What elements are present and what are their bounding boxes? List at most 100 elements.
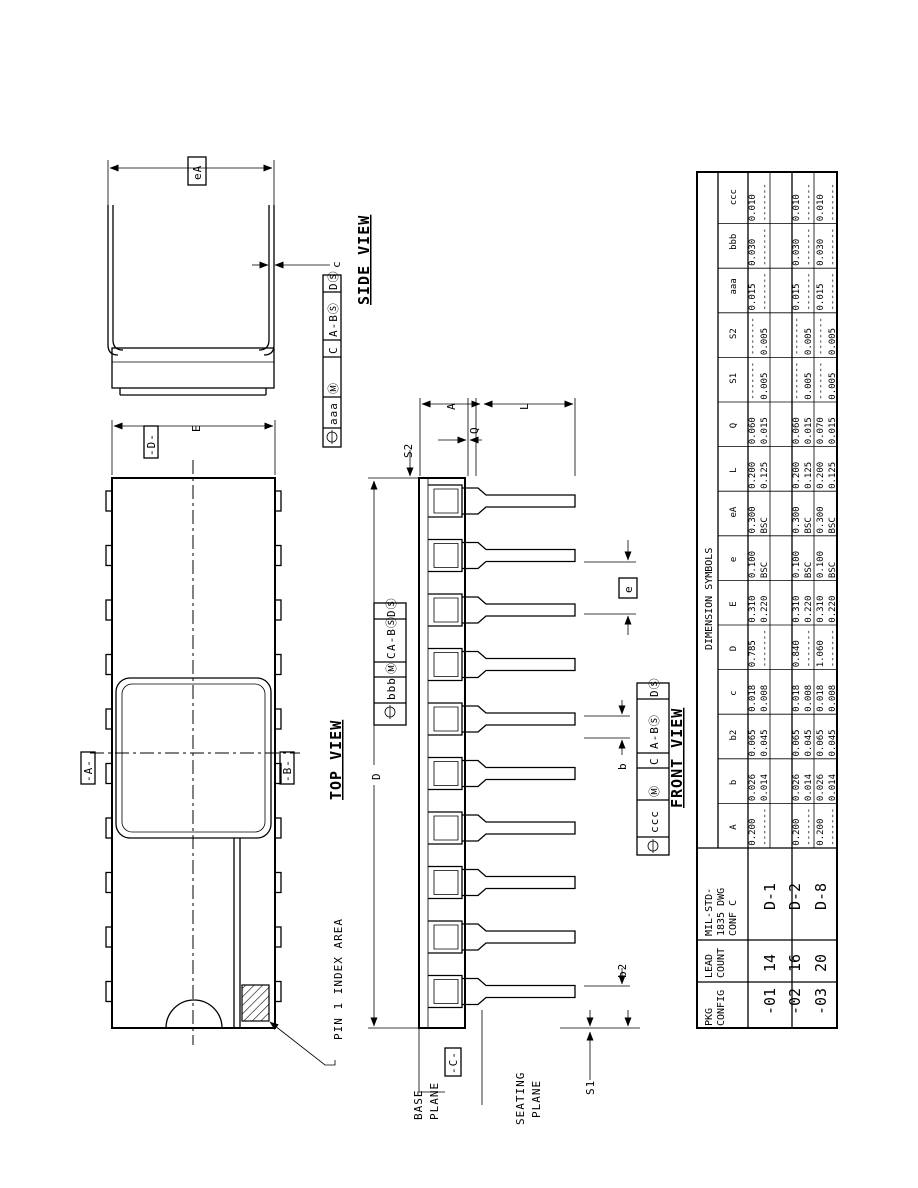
- table-header-symbol: ccc: [729, 189, 739, 205]
- table-cell-max: 0.060: [748, 417, 758, 444]
- fcf-ccc-mod: Ⓜ: [648, 785, 661, 797]
- table-row-pkg: -01: [761, 988, 779, 1015]
- table-header-symbol: b: [729, 780, 739, 785]
- fcf-bbb-mod: Ⓜ: [385, 662, 398, 674]
- top-view: -A- -B- -D- E TOP VIEW PIN 1 INDEX AREA: [80, 420, 345, 1066]
- front-lead: [428, 865, 576, 900]
- table-cell-max: 0.015: [748, 283, 758, 310]
- table-cell-max: 0.200: [748, 819, 758, 846]
- table-cell-max: 0.100: [748, 551, 758, 578]
- table-row-dwg: D-8: [812, 883, 830, 910]
- fcf-ccc: ccc Ⓜ C A-BⓈ DⓈ: [636, 677, 670, 856]
- table-header-symbol: L: [729, 467, 739, 472]
- pin1-index-label: PIN 1 INDEX AREA: [332, 918, 345, 1040]
- table-header-symbol: bbb: [729, 234, 739, 250]
- table-row-lead: 20: [812, 954, 830, 972]
- table-cell-min: -------: [804, 228, 814, 266]
- table-header-mil: MIL-STD-: [704, 888, 715, 936]
- table-outline: [696, 171, 838, 1029]
- dim-a-label: A: [445, 402, 458, 410]
- table-cell-max: -------: [816, 362, 826, 400]
- index-notch: [165, 999, 223, 1029]
- top-pin-right: [274, 762, 282, 785]
- table-header-symbol: S2: [729, 328, 739, 339]
- table-cell-max: -------: [748, 362, 758, 400]
- lid-inner-outline: [121, 683, 266, 833]
- table-cell-min: -------: [804, 629, 814, 667]
- table-cell-min: 0.014: [828, 774, 838, 801]
- table-cell-min: -------: [828, 183, 838, 221]
- side-lead-left: [107, 205, 119, 356]
- front-view-title: FRONT VIEW: [668, 708, 686, 808]
- table-cell-min: 0.015: [760, 417, 770, 444]
- table-cell-max: 0.015: [792, 283, 802, 310]
- table-cell-min: 0.005: [760, 373, 770, 400]
- table-cell-max: 0.310: [748, 596, 758, 623]
- table-header-symbol: E: [729, 601, 739, 606]
- fcf-bbb: bbb Ⓜ C A-BⓈ DⓈ: [373, 597, 407, 726]
- table-cell-max: 0.065: [792, 729, 802, 756]
- table-header-symbol: A: [729, 824, 739, 830]
- top-view-pins: [105, 490, 282, 1003]
- table-cell-max: 0.310: [816, 596, 826, 623]
- table-cell-min: -------: [804, 808, 814, 846]
- table-header-symbol: Q: [729, 423, 739, 428]
- fcf-aaa: aaa Ⓜ C A-BⓈ DⓈ: [322, 270, 342, 448]
- top-pin-right: [274, 980, 282, 1003]
- table-cell-max: 0.065: [748, 729, 758, 756]
- datum-c-box: [444, 1047, 462, 1077]
- table-cell-min: 0.045: [760, 729, 770, 756]
- table-cell-max: 0.026: [816, 774, 826, 801]
- table-row-dwg: D-2: [786, 883, 804, 910]
- front-lead: [428, 811, 576, 845]
- table-cell-min: 0.220: [760, 596, 770, 623]
- table-cell-min: 0.005: [760, 328, 770, 355]
- dim-c-label: c: [330, 260, 343, 268]
- table-cell-min: -------: [828, 228, 838, 266]
- top-pin-left: [105, 980, 113, 1003]
- table-cell-max: 0.030: [816, 239, 826, 266]
- top-pin-left: [105, 599, 113, 621]
- table-cell-min: 0.008: [804, 685, 814, 712]
- table-header-mil: 1835 DWG: [716, 888, 727, 936]
- table-row-lead: 14: [761, 954, 779, 972]
- table-header-pkg: CONFIG: [716, 990, 727, 1026]
- table-cell-min: 0.014: [804, 774, 814, 801]
- fcf-bbb-c: C: [385, 651, 398, 659]
- table-header-pkg: PKG: [704, 1008, 715, 1026]
- side-lead-right: [263, 205, 275, 356]
- table-cell-min: -------: [760, 228, 770, 266]
- table-cell-max: 0.018: [792, 685, 802, 712]
- dim-q-label: Q: [468, 426, 481, 434]
- table-cell-max: 0.200: [816, 462, 826, 489]
- base-plane-leader: [418, 1028, 445, 1093]
- base-plane-line1: BASE: [412, 1090, 425, 1121]
- table-cell-min: -------: [828, 808, 838, 846]
- table-cell-min: 0.125: [828, 462, 838, 489]
- table-cell-max: -------: [816, 317, 826, 355]
- table-cell-max: 0.200: [816, 819, 826, 846]
- front-lead: [428, 702, 576, 736]
- datum-b-box: [279, 751, 295, 785]
- datum-a-box: [80, 751, 96, 785]
- dim-s2-label: S2: [402, 443, 415, 458]
- table-cell-max: 0.018: [816, 685, 826, 712]
- table-cell-min: -------: [828, 273, 838, 311]
- dim-d-label: D: [370, 772, 383, 780]
- table-cell-max: 0.015: [816, 283, 826, 310]
- dim-s1-label: S1: [584, 1080, 597, 1095]
- table-cell-max: 0.026: [748, 774, 758, 801]
- top-pin-right: [274, 817, 282, 839]
- table-cell-min: 0.008: [760, 685, 770, 712]
- table-cell-min: BSC: [804, 517, 814, 533]
- table-cell-max: -------: [748, 317, 758, 355]
- table-header-symbol: eA: [729, 506, 739, 517]
- table-cell-min: 0.220: [804, 596, 814, 623]
- pin1-leader: [269, 1021, 336, 1066]
- dim-e-label: E: [190, 424, 203, 432]
- table-cell-min: 0.125: [804, 462, 814, 489]
- top-pin-left: [105, 926, 113, 948]
- table-header-symbol: D: [729, 646, 739, 651]
- top-pin-right: [274, 926, 282, 948]
